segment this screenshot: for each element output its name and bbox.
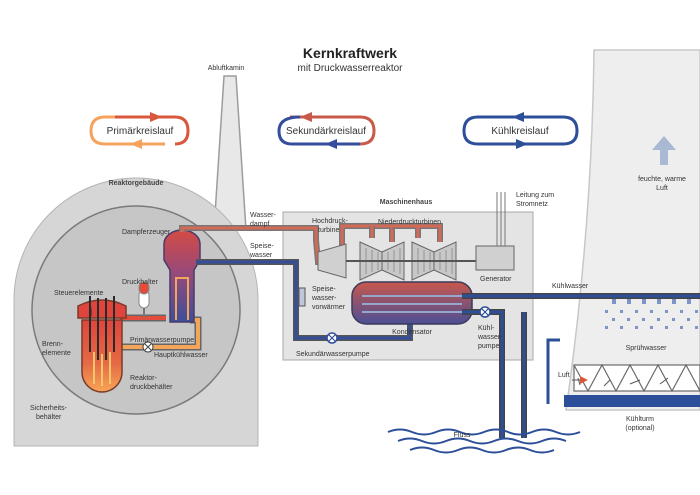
fuel-elements-label-2: elemente	[42, 350, 71, 357]
moist-air-arrow-icon	[652, 136, 676, 165]
cw-pump-label-3: pumpe	[478, 343, 500, 350]
pressurizer-label: Druckhalter	[122, 279, 158, 286]
live-steam-label-1: Wasser-	[250, 212, 276, 219]
preheater-label-1: Speise-	[312, 286, 336, 293]
containment-vessel	[31, 205, 241, 415]
cooling-tower-label-2: (optional)	[625, 425, 654, 432]
lp-turbines-label: Niederdruckturbinen	[378, 219, 441, 226]
cw-pump-label-1: Kühl-	[478, 325, 495, 332]
containment-label-2: behälter	[36, 414, 62, 421]
legend-primary: Primärkreislauf	[89, 112, 190, 149]
control-rods	[89, 296, 115, 360]
spray-nozzles	[605, 298, 698, 329]
generator-label: Generator	[480, 276, 512, 283]
hp-turbine-label-2: turbine	[318, 227, 340, 234]
fuel-elements	[93, 352, 111, 386]
steam-generator	[163, 229, 201, 323]
spray-water-label: Sprühwasser	[626, 345, 668, 352]
cooling-tower: feuchte, warme Luft Sprühwasser Luft Küh…	[558, 49, 700, 432]
cw-pump-label-2: wasser-	[477, 334, 503, 341]
primary-pump	[142, 341, 154, 353]
condenser	[351, 281, 473, 325]
cooling-water-pump	[479, 306, 491, 318]
grid-label-1: Leitung zum	[516, 192, 554, 199]
primary-pump-label: Primärwasserpumpe	[130, 337, 194, 344]
feedwater-label-2: wasser	[249, 252, 273, 259]
machine-house-label: Maschinenhaus	[380, 199, 433, 206]
rpv-label-1: Reaktor-	[130, 375, 158, 382]
reactor-building-label: Reaktorgebäude	[109, 180, 164, 187]
preheater-label-3: vorwärmer	[312, 304, 346, 311]
cooling-water-label: Kühlwasser	[552, 283, 589, 290]
cooling-tower-fill	[573, 363, 700, 393]
cooling-water-pipes	[462, 293, 700, 438]
secondary-pump	[326, 332, 338, 344]
legend-secondary: Sekundärkreislauf	[277, 112, 376, 149]
grid-label-2: Stromnetz	[516, 201, 548, 208]
cooling-tower-basin	[564, 395, 700, 407]
legend-cooling: Kühlkreislauf	[462, 112, 579, 149]
feedwater-label-1: Speise-	[250, 243, 274, 250]
reactor-building: Reaktorgebäude Sicherheits- behälter	[13, 177, 259, 447]
cooling-tower-label-1: Kühlturm	[626, 416, 654, 423]
control-rods-label: Steuerelemente	[54, 290, 104, 297]
steam-generator-label: Dampferzeuger	[122, 229, 171, 236]
containment-label-1: Sicherheits-	[30, 405, 68, 412]
fuel-elements-label-1: Brenn-	[42, 341, 64, 348]
page-title: Kernkraftwerk	[303, 45, 397, 61]
river	[387, 428, 581, 454]
legend-secondary-label: Sekundärkreislauf	[286, 126, 366, 137]
secondary-pump-label: Sekundärwasserpumpe	[296, 351, 370, 358]
legend-cooling-label: Kühlkreislauf	[491, 126, 548, 137]
river-label: Fluss	[454, 432, 471, 439]
moist-air-label-2: Luft	[656, 185, 668, 192]
rpv-label-2: druckbehälter	[130, 384, 173, 391]
exhaust-stack-label: Abluftkamin	[208, 65, 245, 72]
page-subtitle: mit Druckwasserreaktor	[297, 63, 403, 74]
generator	[475, 192, 515, 271]
live-steam-label-2: dampf	[250, 221, 270, 228]
feedwater-preheater	[298, 287, 306, 307]
moist-air-label-1: feuchte, warme	[638, 176, 686, 183]
air-label: Luft	[558, 372, 570, 379]
pressurizer	[138, 281, 150, 318]
preheater-label-2: wasser-	[311, 295, 337, 302]
main-cooling-water-label: Hauptkühlwasser	[154, 352, 208, 359]
hp-turbine-label-1: Hochdruck-	[312, 218, 348, 225]
condenser-label: Kondensator	[392, 329, 432, 336]
legend-primary-label: Primärkreislauf	[107, 126, 174, 137]
reactor-pressure-vessel	[77, 296, 127, 393]
